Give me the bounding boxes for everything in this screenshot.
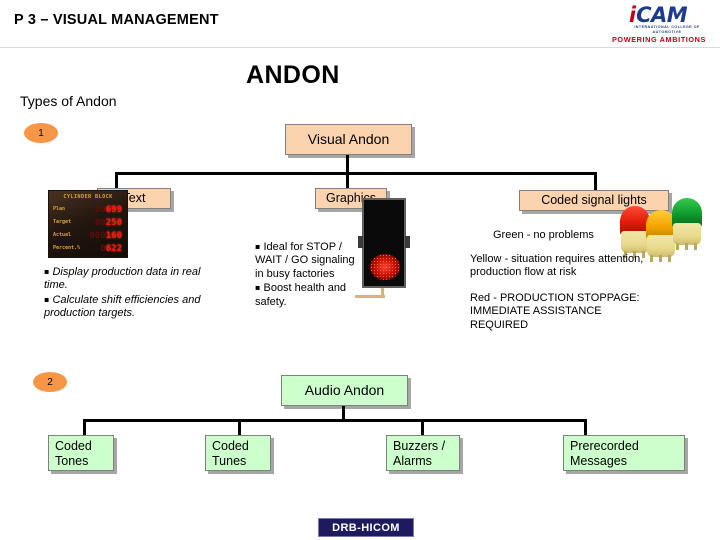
icam-logo-cam: CAM [636, 3, 688, 27]
connector-audio-branch-4 [584, 419, 587, 437]
connector-audio-branch-2 [238, 419, 241, 437]
beacon-amber-legs [650, 255, 672, 262]
header-divider [0, 47, 720, 48]
text-column-bullets: ▪ Display production data in real time. … [44, 265, 216, 321]
beacon-green-legs [676, 243, 698, 250]
beacon-green-base [673, 223, 701, 245]
beacon-green [672, 198, 702, 252]
icam-logo-subtitle: INTERNATIONAL COLLEGE OF AUTOMOTIVE [634, 25, 700, 34]
visual-andon-box[interactable]: Visual Andon [285, 124, 412, 155]
led-label-actual: Actual [53, 232, 72, 238]
signal-desc-yellow: Yellow - situation requires attention, p… [470, 253, 644, 279]
audio-andon-box[interactable]: Audio Andon [281, 375, 408, 406]
signal-desc-green: Green - no problems [493, 229, 594, 241]
led-value-percent: 0622 [100, 244, 122, 254]
connector-audio-bar [83, 419, 587, 422]
child-box-coded-signal-lights[interactable]: Coded signal lights [519, 190, 669, 211]
icam-logo-tagline: POWERING AMBITIONS [611, 35, 707, 44]
icam-logo-wordmark: iCAM [602, 4, 714, 27]
led-dim-plan: 00 [94, 205, 106, 215]
panel-left-ear [358, 236, 363, 248]
panel-pole [381, 288, 384, 298]
graphics-bullet-2: Boost health and safety. [255, 282, 347, 308]
led-on-plan: 699 [105, 205, 122, 215]
connector-audio-branch-3 [421, 419, 424, 437]
panel-arm [355, 295, 385, 298]
panel-led-dots [370, 254, 400, 280]
beacon-red [620, 206, 650, 260]
icam-logo: iCAM INTERNATIONAL COLLEGE OF AUTOMOTIVE… [602, 4, 714, 45]
panel-right-ear [405, 236, 410, 248]
led-value-actual: 000160 [89, 231, 122, 241]
led-value-target: 00250 [95, 218, 122, 228]
connector-audio-stem [342, 406, 345, 421]
led-dim-target: 00 [94, 218, 106, 228]
connector-audio-branch-1 [83, 419, 86, 437]
led-dim-percent: 0 [100, 244, 106, 254]
led-label-target: Target [53, 219, 72, 225]
child-box-buzzers-alarms[interactable]: Buzzers / Alarms [386, 435, 460, 471]
led-on-percent: 622 [105, 244, 122, 254]
bullet-square-icon: ▪ [255, 242, 261, 251]
types-of-andon-label: Types of Andon [20, 93, 117, 109]
led-row-plan: Plan 00699 [53, 205, 123, 216]
beacon-lights-photo [620, 198, 712, 262]
connector-visual-stem [346, 155, 349, 174]
connector-visual-branch-2 [346, 172, 349, 190]
led-on-actual: 160 [105, 231, 122, 241]
icam-logo-i: i [628, 3, 637, 27]
led-dim-actual: 000 [89, 231, 106, 241]
beacon-red-base [621, 231, 649, 253]
connector-visual-branch-3 [594, 172, 597, 190]
graphics-bullet-1: Ideal for STOP / WAIT / GO signaling in … [255, 241, 355, 280]
badge-2: 2 [33, 372, 67, 392]
drb-hicom-logo: DRB-HICOM [318, 518, 414, 537]
bullet-square-icon: ▪ [44, 294, 50, 304]
text-bullet-1: Display production data in real time. [44, 266, 201, 292]
led-row-actual: Actual 000160 [53, 231, 123, 242]
beacon-amber-base [647, 235, 675, 257]
led-label-plan: Plan [53, 206, 66, 212]
connector-visual-bar [115, 172, 597, 175]
led-row-target: Target 00250 [53, 218, 123, 229]
graphics-signal-panel-photo [358, 198, 410, 288]
bullet-square-icon: ▪ [255, 283, 261, 293]
badge-1: 1 [24, 123, 58, 143]
beacon-amber [646, 210, 676, 264]
graphics-column-bullets: ▪ Ideal for STOP / WAIT / GO signaling i… [255, 240, 365, 309]
andon-heading: ANDON [246, 61, 340, 89]
led-value-plan: 00699 [95, 205, 122, 215]
led-label-percent: Percent.% [53, 245, 81, 251]
child-box-coded-tones[interactable]: Coded Tones [48, 435, 114, 471]
page-title: P 3 – VISUAL MANAGEMENT [14, 12, 219, 28]
cylinder-block-display-photo: CYLINDER BLOCK Plan 00699 Target 00250 A… [48, 190, 128, 258]
child-box-prerecorded-messages[interactable]: Prerecorded Messages [563, 435, 685, 471]
child-box-coded-tunes[interactable]: Coded Tunes [205, 435, 271, 471]
led-row-percent: Percent.% 0622 [53, 244, 123, 255]
led-on-target: 250 [105, 218, 122, 228]
led-display-heading: CYLINDER BLOCK [63, 194, 113, 200]
beacon-red-legs [624, 251, 646, 258]
text-bullet-2: Calculate shift efficiencies and product… [44, 293, 201, 320]
bullet-square-icon: ▪ [44, 267, 50, 276]
connector-visual-branch-1 [115, 172, 118, 190]
panel-red-lamp [370, 254, 400, 280]
signal-desc-red: Red - PRODUCTION STOPPAGE: IMMEDIATE ASS… [470, 292, 640, 331]
